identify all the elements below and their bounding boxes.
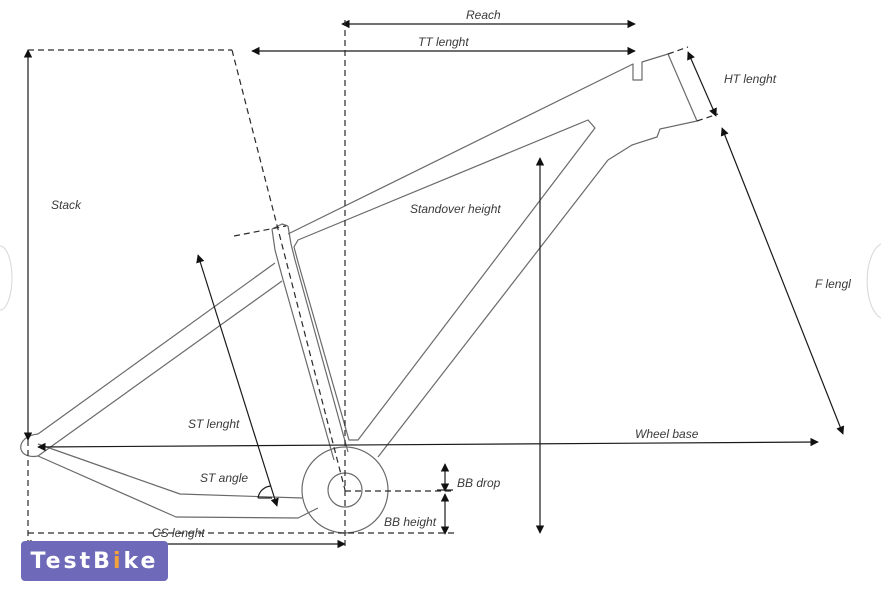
st-length-dimension <box>196 254 279 507</box>
wheel-base-dimension <box>37 437 819 452</box>
label-bb-drop: BB drop <box>457 476 501 490</box>
bike-frame <box>20 53 698 534</box>
reference-lines <box>27 20 719 548</box>
label-st-length: ST lenght <box>188 417 240 431</box>
label-st-angle: ST angle <box>200 471 248 485</box>
label-tt-length: TT lenght <box>418 35 469 49</box>
label-fork-length: F lengl <box>815 277 851 291</box>
st-angle-arc <box>257 485 272 499</box>
carousel-next-arrow[interactable] <box>866 243 881 319</box>
label-bb-height: BB height <box>384 515 437 529</box>
head-tube-bottom-ref <box>696 113 719 122</box>
chain-stay-outline <box>37 455 319 519</box>
fork-length-dimension <box>720 127 845 435</box>
seat-tube-extension <box>231 49 346 491</box>
front-triangle-inner <box>293 119 596 441</box>
head-tube-top-ref <box>667 46 689 55</box>
seat-tube-outline <box>271 228 335 461</box>
watermark-text-i: i <box>112 548 124 574</box>
seat-height-ref <box>233 225 287 237</box>
down-tube-outline <box>377 159 609 458</box>
label-reach: Reach <box>466 8 501 22</box>
dimension-lines <box>23 19 845 549</box>
label-stack: Stack <box>51 198 82 212</box>
label-cs-length: CS lenght <box>152 526 205 540</box>
ht-length-dimension <box>687 51 717 117</box>
seat-stay-outline <box>37 262 276 435</box>
label-standover-height: Standover height <box>410 202 501 216</box>
watermark-text-left: TestB <box>30 548 113 574</box>
label-ht-length: HT lenght <box>724 72 777 86</box>
rear-dropout <box>20 433 39 457</box>
watermark-text-right: ke <box>123 548 159 574</box>
label-wheel-base: Wheel base <box>635 427 699 441</box>
dimension-labels: Reach TT lenght HT lenght Stack Standove… <box>51 8 851 540</box>
carousel-prev-arrow[interactable] <box>0 245 13 311</box>
